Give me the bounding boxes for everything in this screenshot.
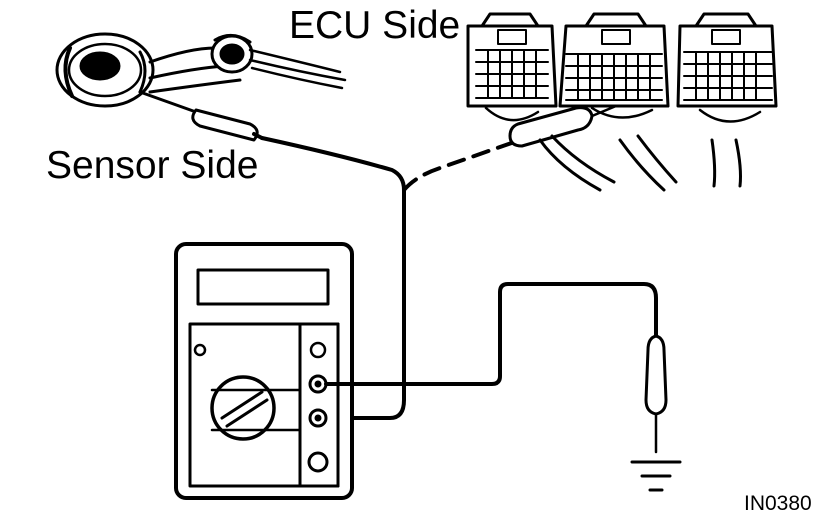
ecu-side-label: ECU Side: [289, 4, 461, 47]
ecu-connector-icon: [676, 12, 778, 188]
sensor-side-label: Sensor Side: [46, 144, 259, 187]
figure-code-label: IN0380: [744, 492, 812, 515]
ground-symbol-icon: [630, 460, 682, 492]
sensor-connector-icon: [55, 32, 347, 108]
probe-icon: [644, 334, 668, 454]
ecu-connector-icon: [466, 12, 616, 192]
probe-icon: [138, 90, 264, 142]
ecu-connector-icon: [558, 12, 678, 192]
multimeter-icon: [174, 242, 354, 500]
